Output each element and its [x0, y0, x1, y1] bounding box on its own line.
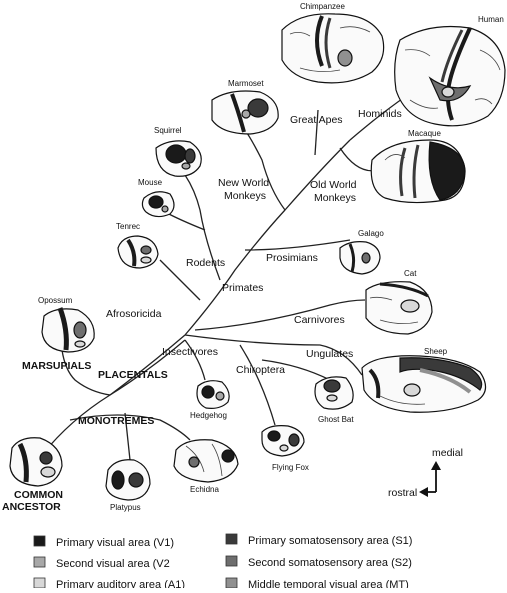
label-old-world-line2: Monkeys [314, 192, 356, 204]
legend-label-a1: Primary auditory area (A1) [56, 579, 185, 588]
label-chiroptera: Chiroptera [236, 364, 285, 376]
label-common-line2: ANCESTOR [2, 501, 61, 513]
label-placentals: PLACENTALS [98, 369, 168, 381]
label-medial: medial [432, 447, 463, 459]
tenrec-brain [118, 236, 158, 268]
marmoset-brain [212, 91, 278, 134]
legend-label-mt: Middle temporal visual area (MT) [248, 579, 409, 588]
label-prosimians: Prosimians [266, 252, 318, 264]
legend-swatch-s1 [226, 534, 237, 544]
legend-swatch-a1 [34, 578, 45, 588]
label-carnivores: Carnivores [294, 314, 345, 326]
label-galago: Galago [358, 229, 384, 238]
legend-label-v2: Second visual area (V2 [56, 558, 170, 570]
cat-brain [366, 282, 432, 334]
label-echidna: Echidna [190, 485, 219, 494]
label-old-world-line1: Old World [310, 179, 357, 191]
label-opossum: Opossum [38, 296, 73, 305]
legend-label-s2: Second somatosensory area (S2) [248, 557, 412, 569]
legend-label-s1: Primary somatosensory area (S1) [248, 535, 412, 547]
medial-arrowhead-icon [431, 461, 441, 470]
label-flying-fox: Flying Fox [272, 463, 309, 472]
label-chimpanzee: Chimpanzee [300, 2, 345, 11]
galago-brain [340, 242, 380, 274]
label-hedgehog: Hedgehog [190, 411, 227, 420]
label-macaque: Macaque [408, 129, 441, 138]
human-brain [395, 27, 505, 126]
branch-mouse [165, 212, 205, 230]
label-great-apes: Great Apes [290, 114, 343, 126]
label-platypus: Platypus [110, 503, 141, 512]
legend-swatch-s2 [226, 556, 237, 566]
label-sheep: Sheep [424, 347, 448, 356]
sheep-brain [362, 356, 486, 413]
legend-swatch-v1 [34, 536, 45, 546]
label-squirrel: Squirrel [154, 126, 182, 135]
label-marmoset: Marmoset [228, 79, 264, 88]
chimpanzee-brain [282, 14, 384, 83]
label-primates: Primates [222, 282, 263, 294]
label-insectivores: Insectivores [162, 346, 218, 358]
rostral-arrowhead-icon [419, 487, 428, 497]
label-tenrec: Tenrec [116, 222, 140, 231]
opossum-brain [42, 308, 94, 352]
platypus-brain [106, 460, 150, 500]
mouse-brain [142, 192, 174, 217]
legend-swatch-mt [226, 578, 237, 588]
label-ungulates: Ungulates [306, 348, 353, 360]
label-common-line1: COMMON [14, 489, 63, 501]
legend: Primary visual area (V1) Second visual a… [34, 534, 412, 588]
label-cat: Cat [404, 269, 417, 278]
tree-branches [42, 90, 415, 460]
common-ancestor-brain [10, 438, 62, 486]
label-mouse: Mouse [138, 178, 163, 187]
label-monotremes: MONOTREMES [78, 415, 154, 427]
branch-chiroptera [240, 345, 275, 425]
squirrel-brain [156, 141, 201, 176]
hedgehog-brain [197, 381, 229, 409]
label-afrosoricida: Afrosoricida [106, 308, 162, 320]
label-rodents: Rodents [186, 257, 225, 269]
label-hominids: Hominids [358, 108, 402, 120]
label-ghost-bat: Ghost Bat [318, 415, 354, 424]
flying-fox-brain [262, 426, 304, 456]
label-marsupials: MARSUPIALS [22, 360, 91, 372]
ghost-bat-brain [315, 377, 353, 409]
label-human: Human [478, 15, 504, 24]
macaque-brain [371, 140, 465, 203]
branch-prosimians [245, 240, 350, 250]
label-rostral: rostral [388, 487, 417, 499]
label-new-world-line1: New World [218, 177, 269, 189]
echidna-brain [174, 440, 238, 482]
legend-swatch-v2 [34, 557, 45, 567]
legend-label-v1: Primary visual area (V1) [56, 537, 174, 549]
label-new-world-line2: Monkeys [224, 190, 266, 202]
orientation-indicator: medial rostral [388, 447, 463, 499]
